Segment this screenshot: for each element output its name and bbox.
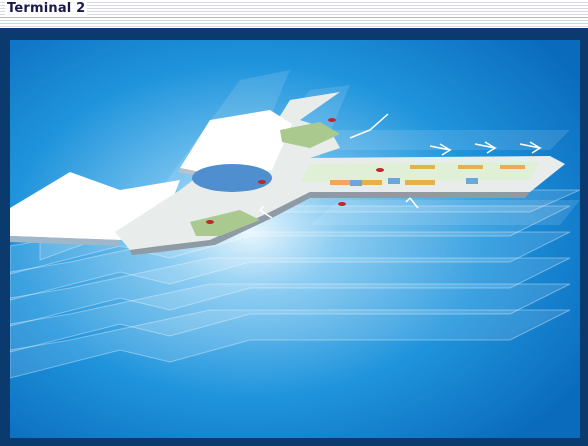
terminal-map-canvas[interactable] [10, 40, 580, 438]
arrow-icon [349, 113, 389, 139]
header-divider [0, 23, 588, 24]
plane [310, 130, 570, 150]
arrow-icon [474, 141, 497, 154]
arrow-icon [259, 205, 273, 219]
window-header: Terminal 2 [0, 0, 588, 28]
terminal-floor [115, 92, 565, 255]
arrow-icon [519, 141, 542, 154]
direction-arrows [259, 113, 542, 219]
arrow-icon [405, 197, 419, 209]
header-divider [0, 17, 588, 18]
plane [310, 200, 580, 225]
level-outline [10, 257, 571, 327]
page-title: Terminal 2 [5, 1, 88, 16]
level-outline [10, 283, 571, 353]
terminal-map[interactable] [10, 40, 580, 438]
level-outline [10, 309, 571, 379]
arrow-icon [429, 143, 452, 156]
